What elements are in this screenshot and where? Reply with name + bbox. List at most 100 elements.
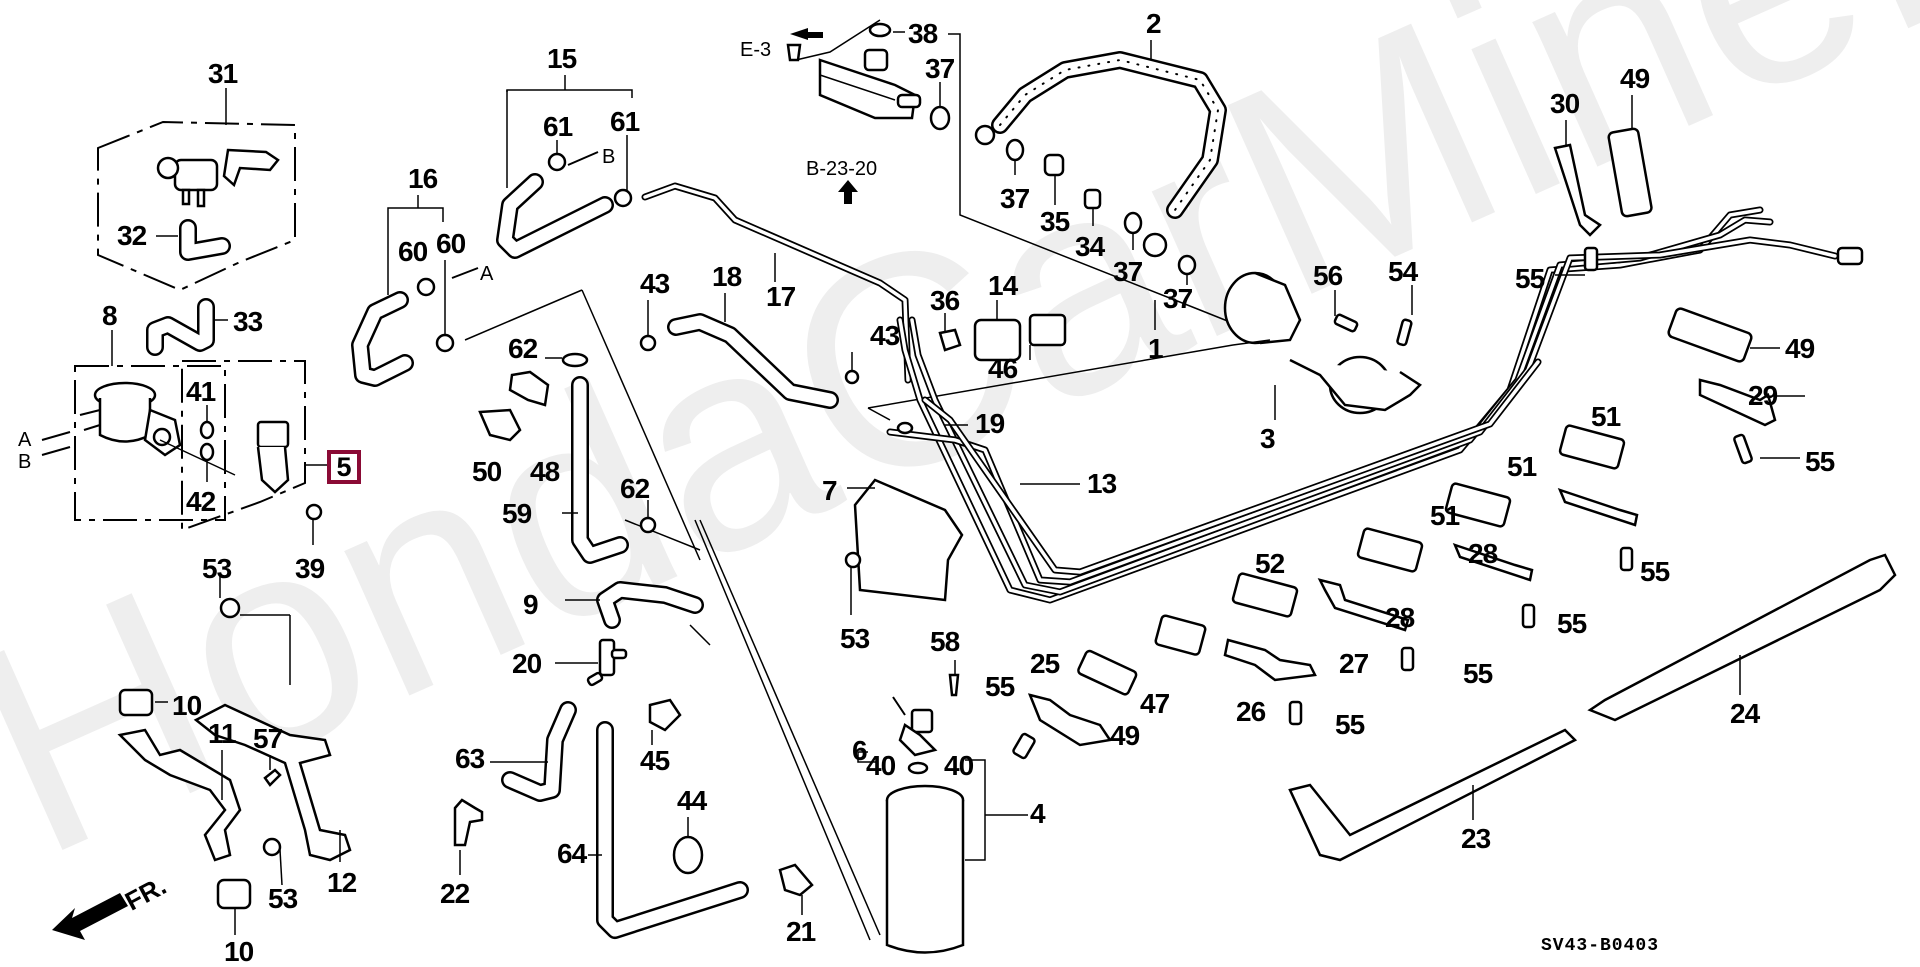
callout-51[interactable]: 51 bbox=[1591, 401, 1621, 432]
callout-52[interactable]: 52 bbox=[1255, 548, 1285, 579]
callout-28[interactable]: 28 bbox=[1468, 538, 1498, 569]
callout-29[interactable]: 29 bbox=[1748, 380, 1778, 411]
callout-61[interactable]: 61 bbox=[610, 106, 640, 137]
callout-60[interactable]: 60 bbox=[436, 228, 466, 259]
callout-23[interactable]: 23 bbox=[1461, 823, 1491, 854]
callout-14[interactable]: 14 bbox=[988, 270, 1018, 301]
callout-58[interactable]: 58 bbox=[930, 626, 960, 657]
callout-56[interactable]: 56 bbox=[1313, 260, 1343, 291]
callout-37[interactable]: 37 bbox=[1000, 183, 1030, 214]
callout-20[interactable]: 20 bbox=[512, 648, 542, 679]
callout-10[interactable]: 10 bbox=[172, 690, 202, 721]
part-10-clip bbox=[118, 688, 154, 717]
callout-40[interactable]: 40 bbox=[944, 750, 974, 781]
callout-2[interactable]: 2 bbox=[1146, 8, 1162, 39]
part-60-clamp bbox=[416, 277, 436, 297]
callout-12[interactable]: 12 bbox=[327, 867, 357, 898]
callout-55[interactable]: 55 bbox=[1515, 263, 1545, 294]
callout-31[interactable]: 31 bbox=[208, 58, 238, 89]
callout-22[interactable]: 22 bbox=[440, 878, 470, 909]
callout-53[interactable]: 53 bbox=[840, 623, 870, 654]
callout-63[interactable]: 63 bbox=[455, 743, 485, 774]
callout-57[interactable]: 57 bbox=[253, 723, 283, 754]
callout-30[interactable]: 30 bbox=[1550, 88, 1580, 119]
callout-48[interactable]: 48 bbox=[530, 456, 560, 487]
callout-11[interactable]: 11 bbox=[208, 718, 237, 749]
part-26-bracket bbox=[1223, 638, 1317, 682]
callout-62[interactable]: 62 bbox=[508, 333, 538, 364]
callout-40[interactable]: 40 bbox=[866, 750, 896, 781]
callout-43[interactable]: 43 bbox=[870, 320, 900, 351]
callout-61[interactable]: 61 bbox=[543, 111, 573, 142]
reference-e3[interactable]: E-3 bbox=[740, 39, 772, 61]
callout-9[interactable]: 9 bbox=[523, 589, 539, 620]
callout-42[interactable]: 42 bbox=[186, 486, 216, 517]
callout-53[interactable]: 53 bbox=[202, 553, 232, 584]
callout-55[interactable]: 55 bbox=[1463, 658, 1493, 689]
callout-60[interactable]: 60 bbox=[398, 236, 428, 267]
callout-37[interactable]: 37 bbox=[1163, 283, 1193, 314]
callout-13[interactable]: 13 bbox=[1087, 468, 1117, 499]
reference-b-left[interactable]: B bbox=[18, 451, 32, 473]
callout-24[interactable]: 24 bbox=[1730, 698, 1760, 729]
callout-21[interactable]: 21 bbox=[786, 916, 816, 947]
reference-a-hose[interactable]: A bbox=[480, 263, 494, 285]
reference-b2320[interactable]: B-23-20 bbox=[806, 158, 878, 180]
callout-64[interactable]: 64 bbox=[557, 838, 587, 869]
part-5-solenoid-valve bbox=[256, 420, 327, 494]
callout-27[interactable]: 27 bbox=[1339, 648, 1369, 679]
callout-4[interactable]: 4 bbox=[1030, 798, 1046, 829]
callout-35[interactable]: 35 bbox=[1040, 206, 1070, 237]
arrow-up-icon bbox=[838, 180, 858, 204]
callout-34[interactable]: 34 bbox=[1075, 231, 1105, 262]
callout-49[interactable]: 49 bbox=[1785, 333, 1815, 364]
callout-17[interactable]: 17 bbox=[766, 281, 796, 312]
callout-51[interactable]: 51 bbox=[1430, 500, 1460, 531]
callout-37[interactable]: 37 bbox=[925, 53, 955, 84]
callout-1[interactable]: 1 bbox=[1148, 333, 1164, 364]
callout-19[interactable]: 19 bbox=[975, 408, 1005, 439]
callout-41[interactable]: 41 bbox=[186, 376, 216, 407]
callout-45[interactable]: 45 bbox=[640, 745, 670, 776]
callout-53[interactable]: 53 bbox=[268, 883, 298, 914]
callout-18[interactable]: 18 bbox=[712, 261, 742, 292]
callout-59[interactable]: 59 bbox=[502, 498, 532, 529]
callout-55[interactable]: 55 bbox=[1805, 446, 1835, 477]
callout-54[interactable]: 54 bbox=[1388, 256, 1418, 287]
callout-8[interactable]: 8 bbox=[102, 300, 118, 331]
callout-15[interactable]: 15 bbox=[547, 43, 577, 74]
callout-3[interactable]: 3 bbox=[1260, 423, 1276, 454]
callout-49[interactable]: 49 bbox=[1620, 63, 1650, 94]
callout-55[interactable]: 55 bbox=[1335, 709, 1365, 740]
callout-62[interactable]: 62 bbox=[620, 473, 650, 504]
callout-5-highlighted[interactable]: 5 bbox=[327, 450, 361, 484]
callout-46[interactable]: 46 bbox=[988, 353, 1018, 384]
callout-47[interactable]: 47 bbox=[1140, 688, 1170, 719]
callout-16[interactable]: 16 bbox=[408, 163, 438, 194]
callout-33[interactable]: 33 bbox=[233, 306, 263, 337]
callout-37[interactable]: 37 bbox=[1113, 256, 1143, 287]
reference-a-left[interactable]: A bbox=[18, 429, 32, 451]
callout-32[interactable]: 32 bbox=[117, 220, 147, 251]
callout-43[interactable]: 43 bbox=[640, 268, 670, 299]
pipe-end-fitting bbox=[896, 421, 914, 435]
callout-49[interactable]: 49 bbox=[1110, 720, 1140, 751]
callout-55[interactable]: 55 bbox=[985, 671, 1015, 702]
callout-50[interactable]: 50 bbox=[472, 456, 502, 487]
part-7-plate bbox=[853, 478, 964, 602]
callout-55[interactable]: 55 bbox=[1640, 556, 1670, 587]
reference-b-hose[interactable]: B bbox=[602, 146, 616, 168]
callout-55[interactable]: 55 bbox=[1557, 608, 1587, 639]
callout-25[interactable]: 25 bbox=[1030, 648, 1060, 679]
callout-39[interactable]: 39 bbox=[295, 553, 325, 584]
callout-38[interactable]: 38 bbox=[908, 18, 938, 49]
callout-44[interactable]: 44 bbox=[677, 785, 707, 816]
callout-7[interactable]: 7 bbox=[822, 475, 838, 506]
callout-10[interactable]: 10 bbox=[224, 936, 254, 967]
callout-36[interactable]: 36 bbox=[930, 285, 960, 316]
callout-28[interactable]: 28 bbox=[1385, 602, 1415, 633]
callout-26[interactable]: 26 bbox=[1236, 696, 1266, 727]
callout-6[interactable]: 6 bbox=[852, 735, 868, 766]
callout-51[interactable]: 51 bbox=[1507, 451, 1537, 482]
